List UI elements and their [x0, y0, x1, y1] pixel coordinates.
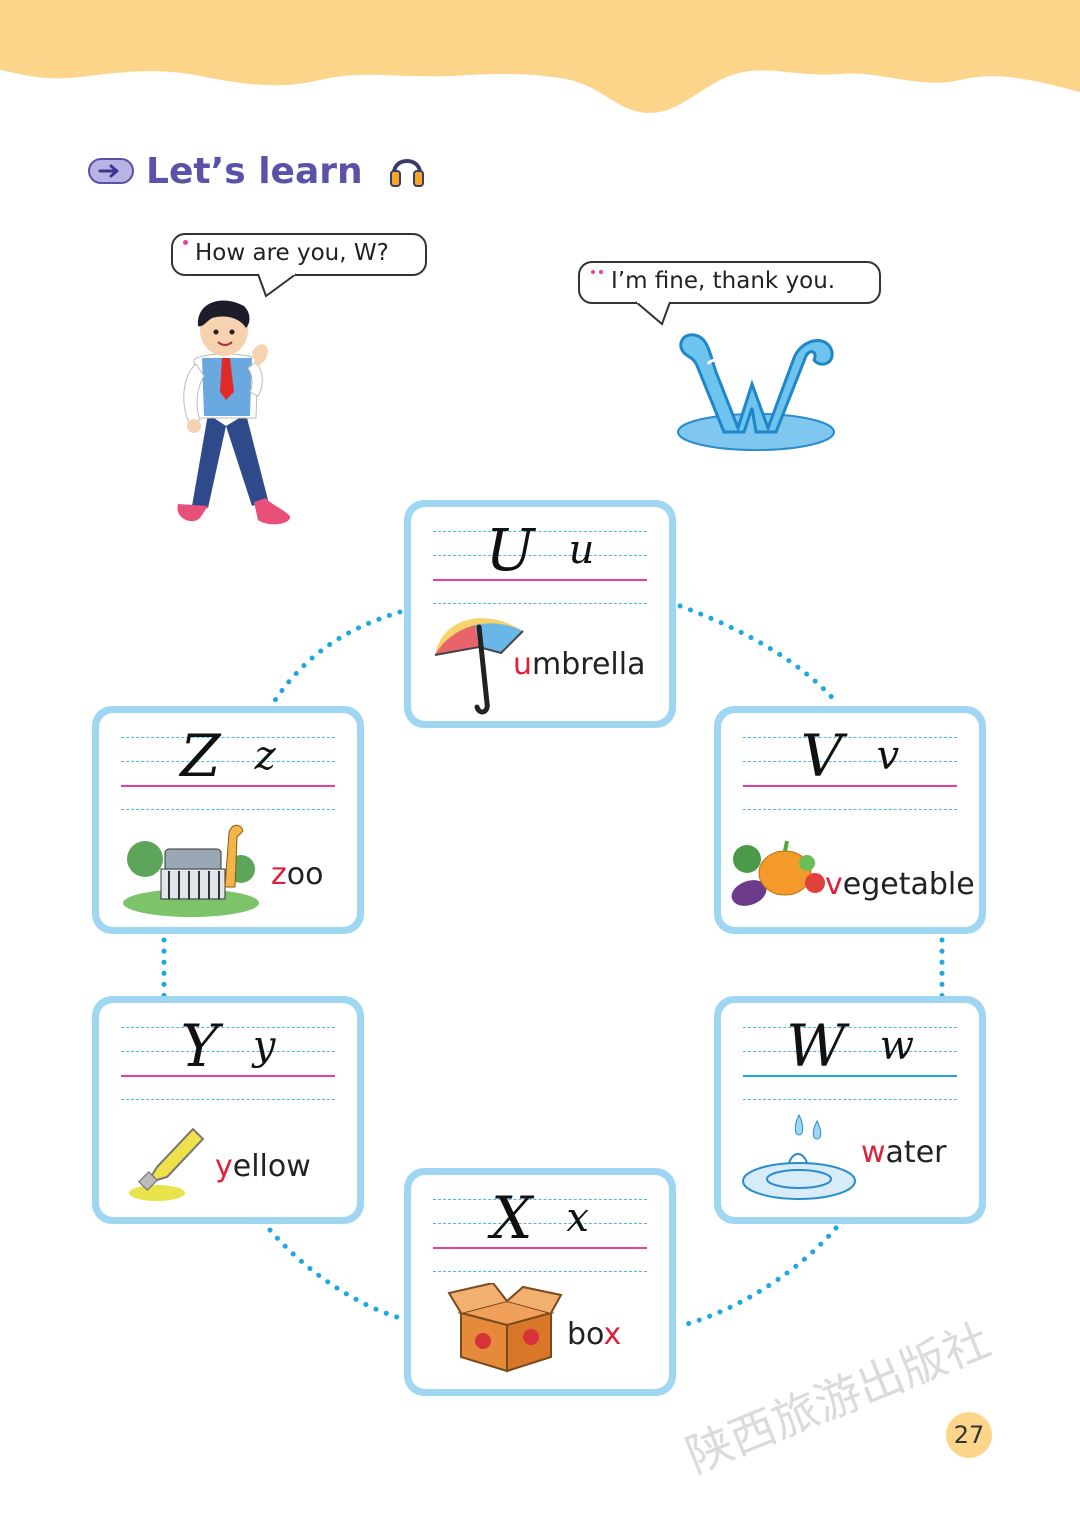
uppercase-letter: W — [786, 1012, 846, 1080]
zoo-icon — [123, 824, 259, 917]
arrow-right-icon — [88, 158, 134, 184]
box-icon — [447, 1283, 563, 1373]
uppercase-letter: U — [485, 516, 535, 584]
lowercase-letter: x — [566, 1195, 589, 1241]
boy-speech-text: How are you, W? — [195, 240, 389, 266]
word-yellow: yellow — [215, 1149, 311, 1184]
boy-character-icon — [177, 300, 291, 525]
section-header: Let’s learn — [88, 146, 425, 196]
letter-card-z[interactable]: Z z zoo — [92, 706, 364, 934]
letter-card-u[interactable]: U u umbrella — [404, 500, 676, 728]
water-letter-w-icon — [677, 333, 835, 451]
lowercase-letter: w — [879, 1023, 914, 1069]
speech-bubble-boy — [171, 233, 427, 276]
uppercase-letter: V — [800, 722, 843, 790]
word-box: box — [567, 1317, 622, 1352]
speech-bubble-w — [578, 261, 881, 304]
vegetables-icon — [731, 840, 825, 906]
top-wave-decoration — [0, 0, 1080, 114]
w-speech-text: I’m fine, thank you. — [611, 268, 836, 294]
word-umbrella: umbrella — [513, 647, 646, 682]
word-water: water — [861, 1135, 947, 1170]
speech-bubble-w-tail — [635, 300, 671, 326]
page-number: 27 — [946, 1412, 992, 1458]
paint-tube-icon — [129, 1127, 205, 1201]
speech-bubble-boy-tail — [257, 272, 297, 298]
uppercase-letter: Z — [180, 722, 221, 790]
letter-card-x[interactable]: X x box — [404, 1168, 676, 1396]
water-splash-icon — [742, 1113, 856, 1200]
letter-card-v[interactable]: V v vegetable — [714, 706, 986, 934]
section-title: Let’s learn — [146, 150, 363, 192]
lowercase-letter: v — [876, 733, 900, 779]
word-zoo: zoo — [271, 857, 324, 892]
uppercase-letter: X — [491, 1184, 533, 1252]
lowercase-letter: y — [252, 1023, 276, 1069]
lowercase-letter: z — [254, 733, 276, 779]
uppercase-letter: Y — [180, 1012, 219, 1080]
lowercase-letter: u — [568, 527, 595, 573]
letter-card-w[interactable]: W w water — [714, 996, 986, 1224]
letter-card-y[interactable]: Y y yellow — [92, 996, 364, 1224]
umbrella-icon — [434, 618, 524, 715]
headphones-icon[interactable] — [389, 149, 425, 193]
word-vegetable: vegetable — [825, 867, 975, 902]
